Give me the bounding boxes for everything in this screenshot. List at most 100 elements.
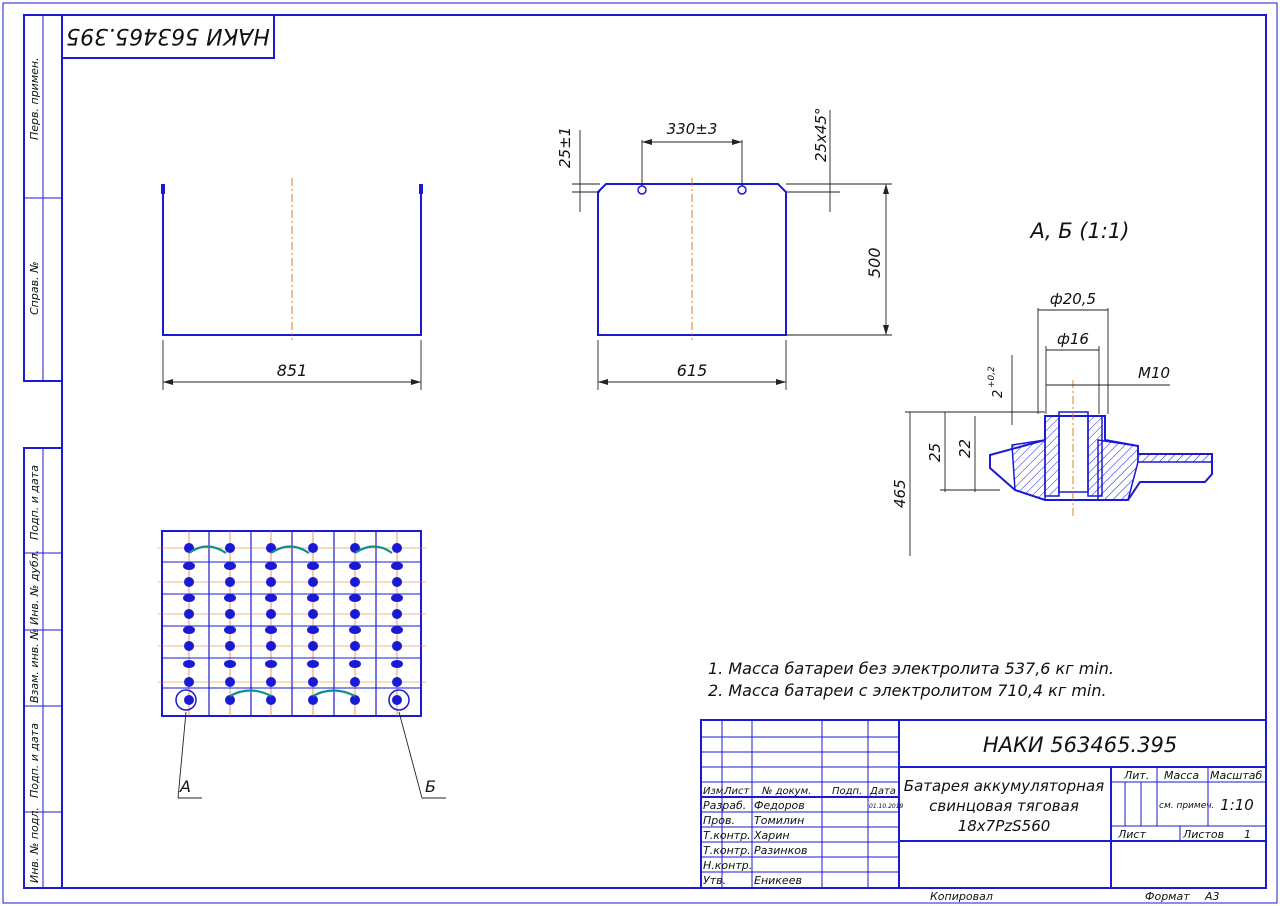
name-5: Еникеев: [754, 874, 802, 887]
hdr-sign: Подп.: [832, 786, 862, 797]
cell-terminal: [308, 609, 318, 619]
sheet-label: Лист: [1117, 828, 1146, 841]
role-4: Н.контр.: [703, 859, 752, 872]
cell-terminal: [184, 577, 194, 587]
title-line-1: Батарея аккумуляторная: [904, 777, 1104, 795]
cell-terminal: [225, 695, 235, 705]
cell-terminal: [392, 695, 402, 705]
cell-terminal: [184, 677, 194, 687]
mass-label: Масса: [1164, 769, 1199, 782]
footer-copied: Копировал: [930, 890, 993, 903]
cell-terminal: [225, 609, 235, 619]
cell-terminal: [265, 660, 277, 668]
dim-terminal-height: 25±1: [556, 127, 574, 168]
cell-terminal: [350, 609, 360, 619]
hdr-date: Дата: [869, 786, 896, 797]
footer-format-label: Формат: [1145, 890, 1190, 903]
hdr-doc: № докум.: [761, 786, 811, 797]
dim-tol-gap: 2: [991, 390, 1006, 398]
cell-terminal: [392, 609, 402, 619]
callout-a: А: [179, 777, 191, 796]
dim-dia-outer: ф20,5: [1050, 290, 1096, 308]
name-0: Федоров: [754, 799, 805, 812]
front-view: 851: [161, 178, 423, 390]
dim-tol-gap-sup: +0,2: [987, 366, 997, 388]
title-line-3: 18х7PzS560: [958, 817, 1051, 835]
cell-terminal: [308, 577, 318, 587]
cell-terminal: [265, 594, 277, 602]
strip-label-vzam: Взам. инв. №: [28, 628, 41, 703]
cell-terminal: [225, 543, 235, 553]
callout-b: Б: [425, 777, 436, 796]
cell-terminal: [308, 641, 318, 651]
cell-terminal: [224, 594, 236, 602]
rotated-designation: НАКИ 563465.395: [61, 14, 275, 59]
cell-terminal: [266, 577, 276, 587]
cell-terminal: [266, 641, 276, 651]
lit-label: Лит.: [1123, 769, 1149, 782]
name-3: Разинков: [754, 844, 807, 857]
cell-terminal: [392, 543, 402, 553]
cell-terminal: [392, 577, 402, 587]
cell-terminal: [307, 626, 319, 634]
sheets-label: Листов: [1182, 828, 1224, 841]
cell-terminal: [308, 677, 318, 687]
dim-dia-inner: ф16: [1057, 330, 1089, 348]
title-line-2: свинцовая тяговая: [929, 797, 1079, 815]
cell-terminal: [184, 609, 194, 619]
strip-label-podp1: Подп. и дата: [28, 465, 41, 540]
cell-terminal: [225, 677, 235, 687]
hdr-izm: Изм.: [703, 786, 727, 797]
footer-format-value: А3: [1204, 890, 1220, 903]
dim-chamfer: 25х45°: [812, 107, 830, 162]
scale-label: Масштаб: [1210, 769, 1262, 782]
top-view: А Б: [158, 530, 446, 799]
cell-terminal: [265, 562, 277, 570]
cell-terminal: [225, 577, 235, 587]
side-view: 330±3 25±1 25х45° 500 615: [556, 107, 892, 390]
cell-terminal: [349, 660, 361, 668]
dim-front-width: 851: [277, 361, 308, 380]
cell-terminal: [391, 594, 403, 602]
strip-label-inv-dubl: Инв. № дубл.: [28, 550, 41, 625]
dim-side-height: 500: [865, 247, 884, 278]
role-1: Пров.: [703, 814, 735, 827]
date-0: 01.10.2019: [869, 803, 904, 810]
cell-terminal: [183, 660, 195, 668]
section-detail: А, Б (1:1) ф20,5 ф16 М10 2 +0,2 25 22 46…: [891, 219, 1213, 556]
dim-terminal-spacing: 330±3: [667, 120, 718, 138]
cell-terminal: [224, 626, 236, 634]
cell-terminal: [224, 660, 236, 668]
strip-label-sprav: Справ. №: [28, 261, 41, 315]
role-5: Утв.: [703, 874, 726, 887]
strip-label-inv-podl: Инв. № подл.: [28, 807, 41, 883]
cell-terminal: [349, 562, 361, 570]
cell-terminal: [307, 594, 319, 602]
cell-terminal: [350, 677, 360, 687]
cell-terminal: [392, 641, 402, 651]
strip-label-podp2: Подп. и дата: [28, 723, 41, 798]
title-designation: НАКИ 563465.395: [983, 733, 1177, 757]
designation-rotated: НАКИ 563465.395: [66, 23, 270, 48]
name-1: Томилин: [754, 814, 804, 827]
sheets-value: 1: [1244, 828, 1251, 841]
role-3: Т.контр.: [703, 844, 751, 857]
cell-terminal: [350, 695, 360, 705]
cell-terminal: [349, 594, 361, 602]
cell-terminal: [391, 562, 403, 570]
cell-terminal: [392, 677, 402, 687]
drawing-frame: [61, 14, 1267, 889]
cell-terminal: [183, 562, 195, 570]
cell-terminal: [391, 626, 403, 634]
cell-terminal: [184, 641, 194, 651]
dim-22: 22: [956, 439, 974, 458]
note-2: 2. Масса батареи с электролитом 710,4 кг…: [708, 681, 1107, 700]
section-title: А, Б (1:1): [1029, 219, 1130, 243]
note-1: 1. Масса батареи без электролита 537,6 к…: [708, 659, 1114, 678]
cell-terminal: [265, 626, 277, 634]
name-2: Харин: [753, 829, 790, 842]
scale-value: 1:10: [1220, 796, 1254, 814]
cell-terminal: [224, 562, 236, 570]
dim-thread: М10: [1138, 364, 1170, 382]
